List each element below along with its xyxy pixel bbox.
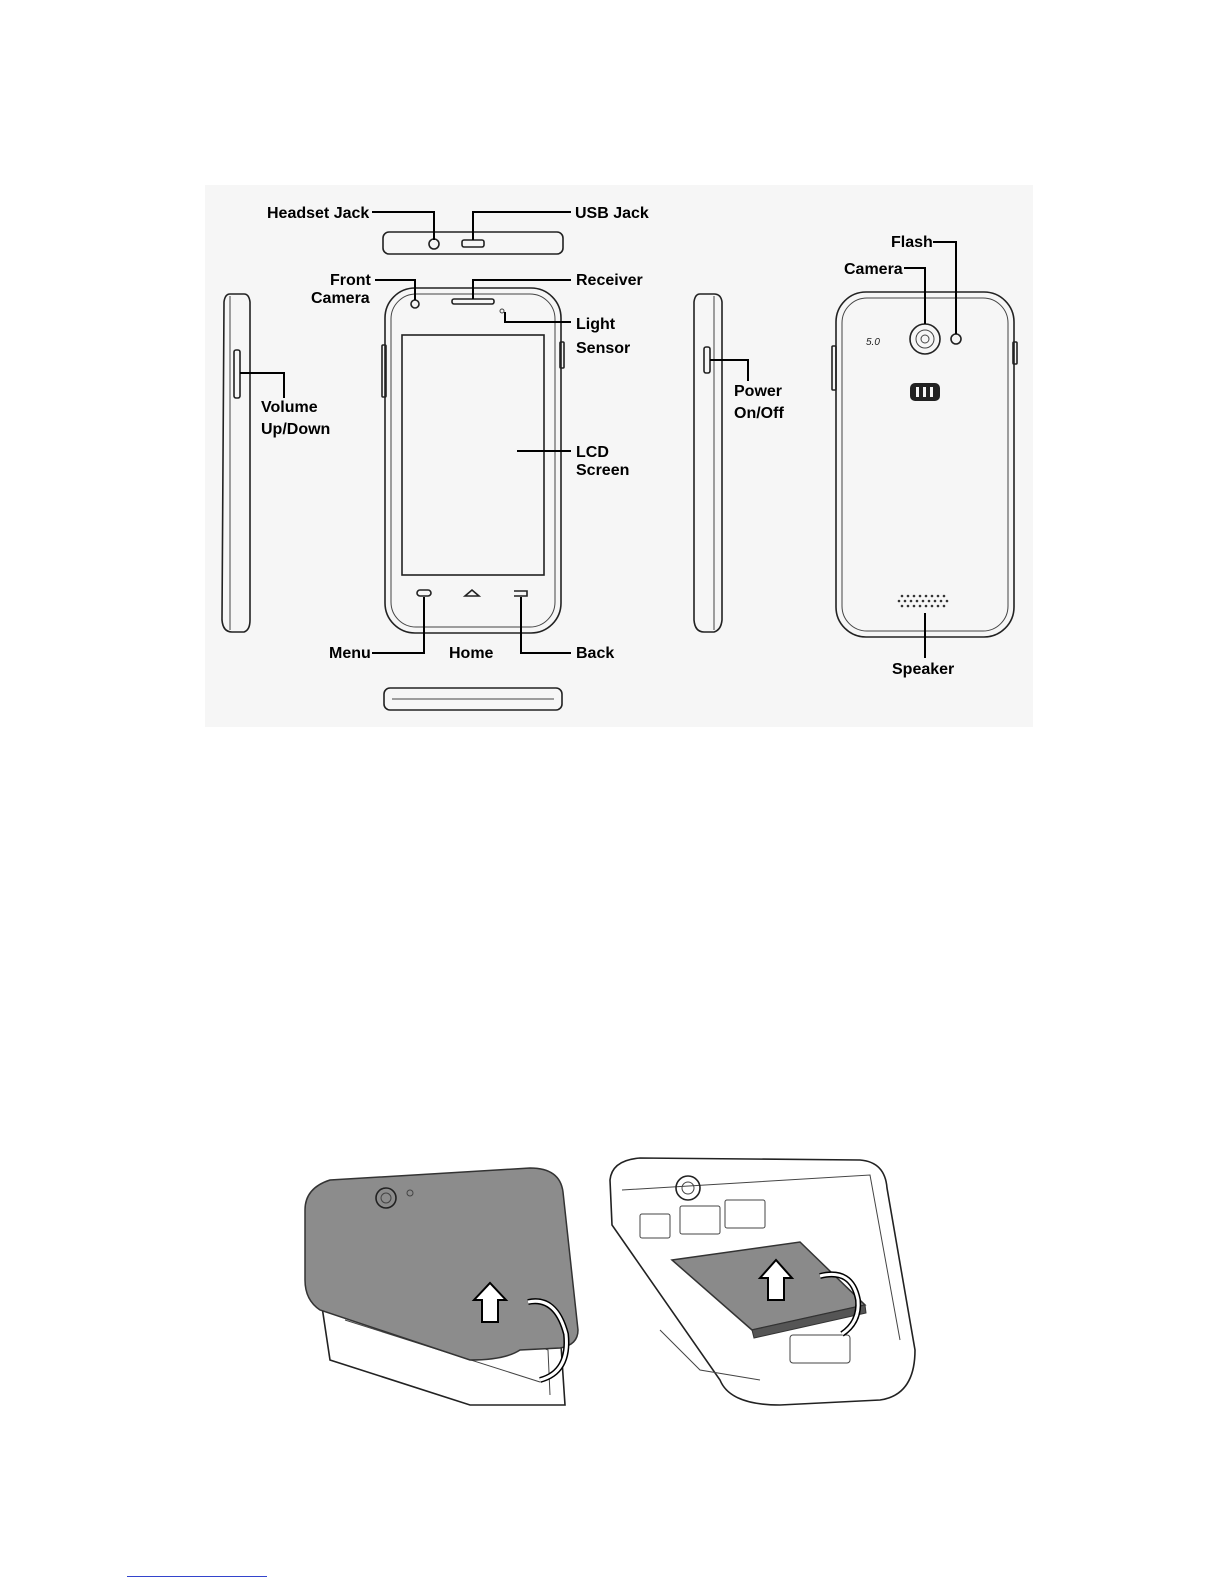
label-headset-jack: Headset Jack: [267, 205, 369, 222]
label-home: Home: [449, 645, 494, 662]
label-menu: Menu: [329, 645, 371, 662]
brand-logo-icon: [910, 383, 940, 401]
camera-badge: 5.0: [866, 337, 880, 348]
label-rear-camera: Camera: [844, 261, 903, 278]
label-front: Front: [330, 272, 372, 289]
footer-rule: [127, 1576, 267, 1577]
remove-cover-illustration: [305, 1168, 578, 1405]
phone-parts-figure: 5.0: [205, 185, 1033, 727]
label-lcd: LCD: [576, 444, 609, 461]
label-on-off: On/Off: [734, 405, 784, 422]
back-cover: [305, 1168, 578, 1360]
label-light: Light: [576, 316, 616, 333]
label-up-down: Up/Down: [261, 421, 330, 438]
label-usb-jack: USB Jack: [575, 205, 649, 222]
label-sensor: Sensor: [576, 340, 630, 357]
label-volume: Volume: [261, 399, 318, 416]
label-screen: Screen: [576, 462, 629, 479]
label-back: Back: [576, 645, 614, 662]
label-receiver: Receiver: [576, 272, 643, 289]
label-power: Power: [734, 383, 782, 400]
label-speaker: Speaker: [892, 661, 954, 678]
remove-battery-illustration: [610, 1158, 915, 1405]
label-flash: Flash: [891, 234, 933, 251]
label-front-camera: Camera: [311, 290, 370, 307]
